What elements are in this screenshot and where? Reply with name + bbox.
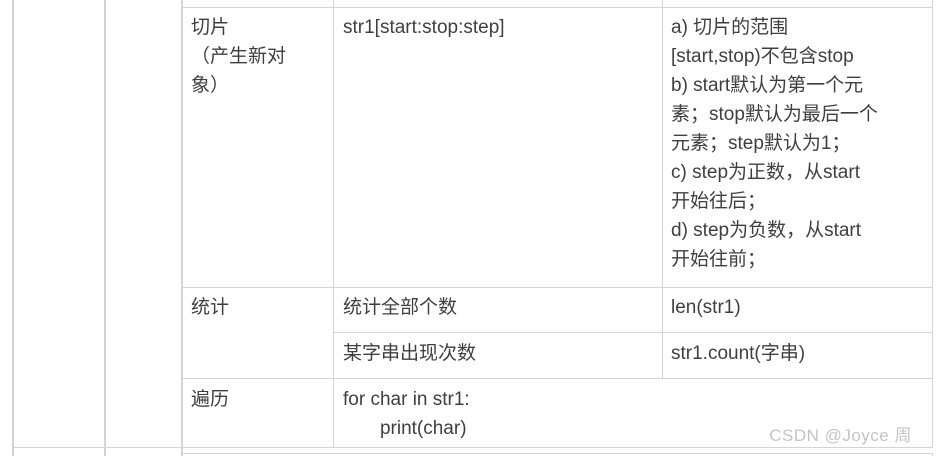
cell-result-count-all: len(str1)	[671, 297, 741, 318]
table-border-left-col2	[104, 0, 106, 456]
table-border-col-syntax	[662, 0, 663, 378]
csdn-watermark: CSDN @Joyce 周	[769, 426, 912, 445]
cell-syntax-count-substring: 某字串出现次数	[343, 343, 477, 364]
table-border-right-edge	[932, 0, 933, 447]
table-border-right-edge-next-row	[932, 453, 933, 456]
table-border-row-traverse-bottom	[12, 447, 933, 448]
cell-syntax-count-all: 统计全部个数	[343, 297, 458, 318]
cell-description-slice: a) 切片的范围 [start,stop)不包含stop b) start默认为…	[671, 17, 878, 270]
cell-code-traverse: for char in str1: print(char)	[343, 389, 470, 439]
table-border-next-row-top	[181, 453, 933, 454]
cell-operation-count: 统计	[191, 297, 230, 318]
table-border-row-top	[181, 7, 933, 8]
table-border-col-operation	[333, 0, 334, 447]
table-border-row-count-bottom	[181, 378, 933, 379]
table-border-subrow-count	[333, 332, 933, 333]
table-border-left-col3	[181, 0, 183, 456]
cell-syntax-slice: str1[start:stop:step]	[343, 17, 505, 38]
table-border-left-col1	[12, 0, 14, 456]
cell-operation-traverse: 遍历	[191, 389, 230, 410]
table-border-row-slice-bottom	[181, 287, 933, 288]
cell-result-count-substring: str1.count(字串)	[671, 343, 806, 364]
cell-operation-slice: 切片 （产生新对 象）	[191, 17, 287, 96]
